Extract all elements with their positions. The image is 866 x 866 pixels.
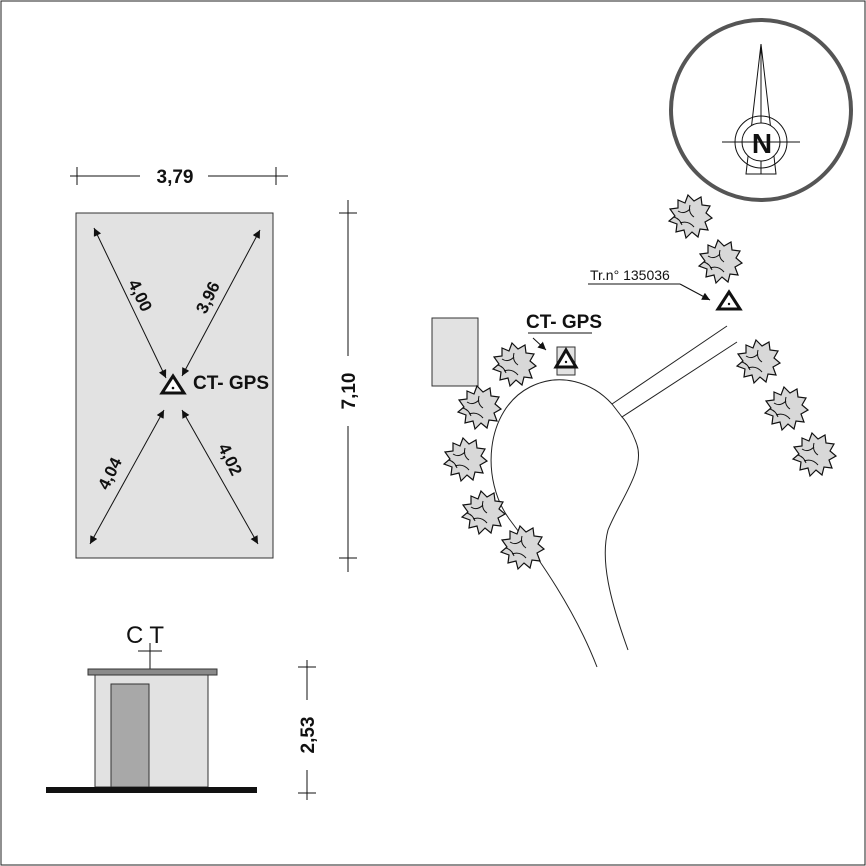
road-joint <box>611 403 623 418</box>
roof-slab <box>87 668 218 676</box>
site-ct-label: CT- GPS <box>526 312 602 333</box>
road-edge-outer <box>490 325 728 668</box>
north-label: N <box>752 128 772 159</box>
elevation-height-label: 2,53 <box>298 717 319 754</box>
road-edge-inner <box>604 341 738 651</box>
site-tr-label: Tr.n° 135036 <box>590 267 670 283</box>
width-label: 3,79 <box>157 167 194 188</box>
elevation-view: CT 2,53 <box>46 622 319 800</box>
building-block <box>431 317 479 387</box>
cabin-door <box>110 683 150 788</box>
survey-marker-icon <box>553 347 579 369</box>
north-arrow: N <box>669 18 853 202</box>
diag-top-right <box>181 229 261 377</box>
width-dimension <box>70 167 288 185</box>
height-label: 7,10 <box>339 373 360 410</box>
ct-leader-arrow <box>532 337 547 351</box>
survey-marker-icon <box>159 373 187 395</box>
diag-bottom-right <box>181 409 259 545</box>
trig-point-icon <box>715 289 743 311</box>
height-dimension <box>339 200 357 572</box>
tr-leader-arrow <box>679 283 711 301</box>
diag-bottom-left <box>89 409 165 545</box>
diag-top-left <box>93 227 167 379</box>
elevation-height-dimension <box>298 660 316 800</box>
plan-view: 3,79 4,00 3,96 4,04 4,02 CT- GPS 7,10 <box>70 167 360 572</box>
ground-line <box>46 787 257 793</box>
site-plan: CT- GPS Tr.n° 135036 <box>431 194 837 668</box>
elevation-title: CT <box>126 622 170 649</box>
plan-center-label: CT- GPS <box>193 373 269 394</box>
